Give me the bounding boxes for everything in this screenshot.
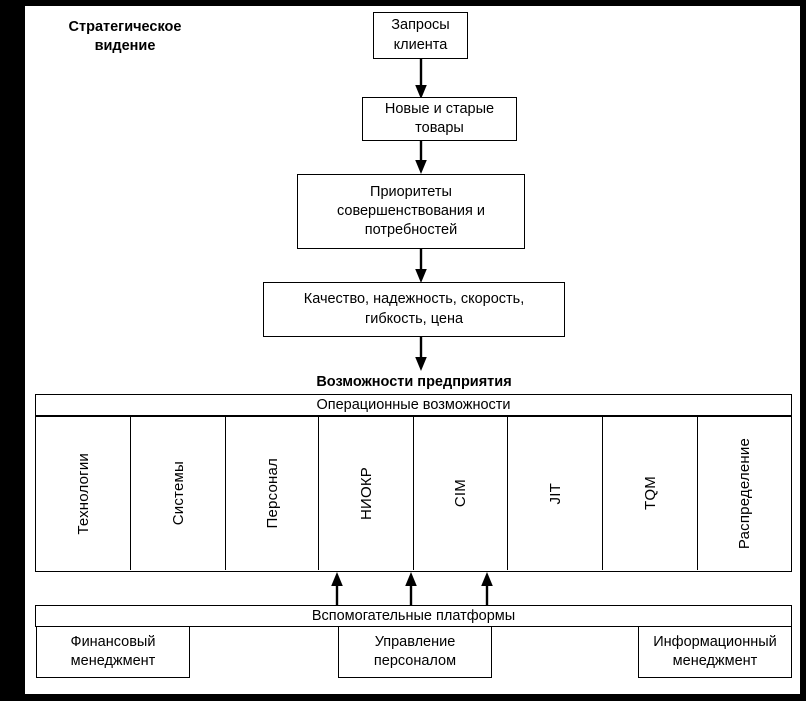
strategic-vision-title: Стратегическое видение [68, 19, 182, 54]
support-platforms-band-label: Вспомогательные платформы [311, 608, 516, 624]
flow-box-customer-requests: Запросы клиента [373, 12, 468, 59]
flow-box-new-old-products: Новые и старые товары [362, 97, 517, 141]
operational-column-label: Технологии [74, 452, 92, 535]
arrow-priorities-to-objectives [413, 249, 429, 283]
operational-column-label: Персонал [263, 458, 281, 529]
operational-column-personnel[interactable]: Персонал [225, 417, 318, 570]
operational-column-label: Распределение [735, 437, 753, 549]
operational-column-label: Системы [169, 461, 187, 526]
operational-column-distribution[interactable]: Распределение [697, 417, 790, 570]
arrow-requests-to-products [413, 59, 429, 99]
operational-column-label: JIT [546, 482, 564, 505]
operational-column-cim[interactable]: CIM [413, 417, 507, 570]
operational-column-jit[interactable]: JIT [507, 417, 602, 570]
operational-column-rnd[interactable]: НИОКР [318, 417, 413, 570]
operational-column-tqm[interactable]: TQM [602, 417, 697, 570]
operational-column-label: CIM [452, 479, 469, 508]
operational-column-label: НИОКР [357, 466, 375, 520]
operational-column-technologies[interactable]: Технологии [36, 417, 130, 570]
flow-box-performance-objectives: Качество, надежность, скорость, гибкость… [263, 282, 565, 337]
diagram-sheet: Стратегическое видение Запросы клиента Н… [25, 6, 800, 694]
operational-capabilities-band: Операционные возможности [35, 394, 792, 416]
operational-capabilities-band-label: Операционные возможности [316, 397, 511, 413]
arrow-products-to-priorities [413, 141, 429, 174]
arrow-objectives-to-capabilities [413, 337, 429, 371]
operational-column-systems[interactable]: Системы [130, 417, 225, 570]
operational-column-label: TQM [641, 476, 659, 511]
support-box-hr-management[interactable]: Управление персоналом [338, 626, 492, 678]
enterprise-capabilities-heading: Возможности предприятия [316, 374, 512, 390]
support-box-financial-management[interactable]: Финансовый менеджмент [36, 626, 190, 678]
support-platforms-band: Вспомогательные платформы [35, 605, 792, 627]
operational-capabilities-columns: Технологии Системы Персонал НИОКР CIM JI… [35, 416, 792, 572]
support-box-information-management[interactable]: Информационный менеджмент [638, 626, 792, 678]
flow-box-improvement-priorities: Приоритеты совершенствования и потребнос… [297, 174, 525, 249]
